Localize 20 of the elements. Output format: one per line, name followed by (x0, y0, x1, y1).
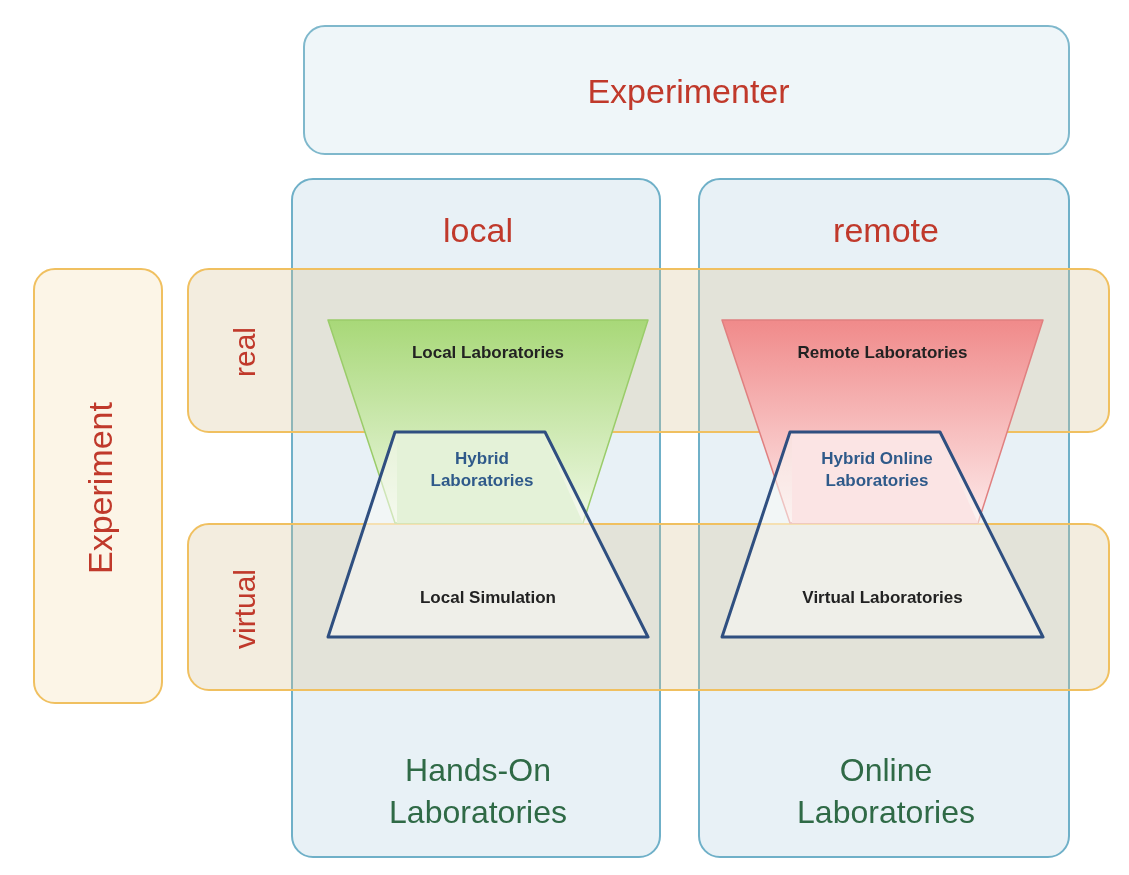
heading-text: Experimenter (586, 71, 791, 112)
shape-label: Hybrid Online Laboratories (820, 448, 934, 493)
shape-label: Local Laboratories (410, 342, 566, 364)
footer-text: Hands-On Laboratories (388, 751, 568, 832)
heading-text: Experiment (79, 402, 120, 574)
heading-text: real (226, 327, 262, 377)
column-panel (291, 178, 661, 858)
shape-label: Remote Laboratories (796, 342, 969, 364)
role-box (303, 25, 1070, 155)
shape-label: Virtual Laboratories (801, 587, 964, 609)
heading-text: remote (832, 210, 940, 251)
footer-text: Online Laboratories (796, 751, 976, 832)
shape-label: Hybrid Laboratories (429, 448, 535, 493)
row-band (187, 268, 1110, 433)
heading-text: local (442, 210, 514, 251)
category-panel (33, 268, 163, 704)
row-band (187, 523, 1110, 691)
heading-text: virtual (226, 569, 262, 649)
shape-label: Local Simulation (419, 587, 557, 609)
column-panel (698, 178, 1070, 858)
